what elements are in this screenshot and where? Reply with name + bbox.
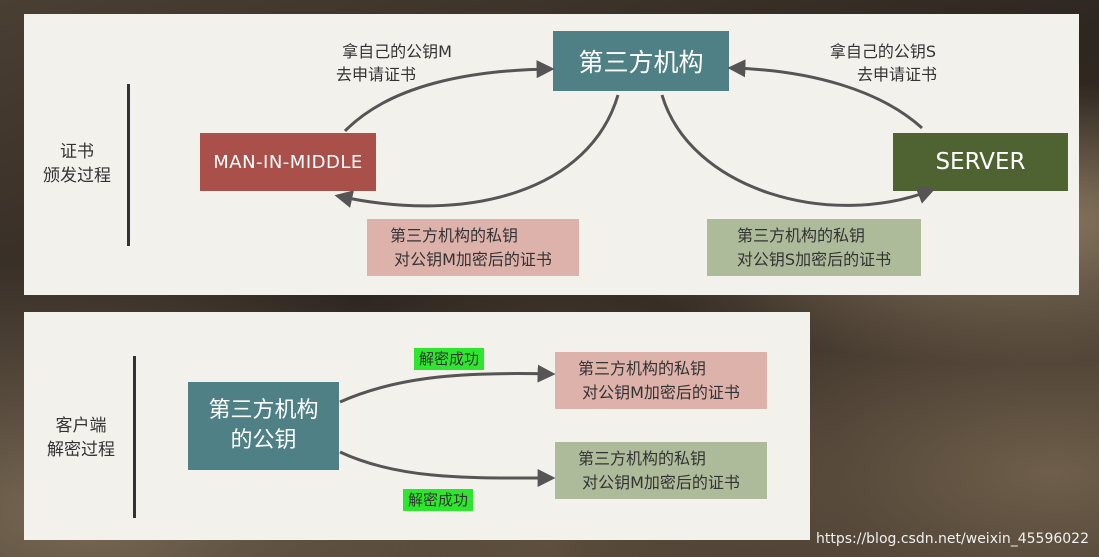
pubkey-line-1: 第三方机构 (208, 398, 319, 423)
man-in-middle-box: MAN-IN-MIDDLE (200, 133, 376, 191)
arrow-pubkey-to-cert-bottom (339, 450, 556, 488)
decrypt-success-badge-bottom: 解密成功 (403, 489, 474, 511)
top-divider-line (127, 84, 130, 246)
arrow-authority-to-server (660, 94, 936, 207)
bottom-side-label-line-1: 客户端 (55, 416, 107, 436)
server-certificate-box: 第三方机构的私钥 对公钥S加密后的证书 (707, 219, 921, 276)
arrow-server-to-authority (727, 59, 924, 130)
decrypted-bottom-line-1: 第三方机构的私钥 (577, 448, 706, 468)
watermark-url: https://blog.csdn.net/weixin_45596022 (815, 531, 1089, 547)
bottom-side-label-line-2: 解密过程 (47, 440, 115, 460)
bottom-divider-line (133, 356, 136, 518)
bottom-side-label: 客户端 解密过程 (34, 414, 128, 462)
top-side-label-line-2: 颁发过程 (43, 166, 111, 186)
mitm-certificate-box: 第三方机构的私钥 对公钥M加密后的证书 (367, 219, 579, 276)
decrypted-bottom-line-2: 对公钥M加密后的证书 (582, 472, 740, 492)
mitm-label: MAN-IN-MIDDLE (213, 151, 363, 173)
top-side-label-line-1: 证书 (60, 142, 94, 162)
arrow-authority-to-mitm (334, 94, 620, 208)
third-party-authority-box: 第三方机构 (553, 31, 729, 91)
mitm-note-line-1: 拿自己的公钥M (342, 42, 452, 61)
mitm-request-note: 拿自己的公钥M 去申请证书 (322, 40, 472, 86)
server-box: SERVER (893, 133, 1068, 191)
mitm-note-line-2: 去申请证书 (335, 65, 416, 84)
arrow-pubkey-to-cert-top (339, 364, 556, 404)
server-note-line-2: 去申请证书 (856, 65, 937, 84)
arrow-mitm-to-authority (343, 60, 555, 133)
server-cert-line-1: 第三方机构的私钥 (736, 225, 865, 245)
decrypted-cert-box-top: 第三方机构的私钥 对公钥M加密后的证书 (555, 352, 767, 409)
mitm-cert-line-1: 第三方机构的私钥 (389, 225, 518, 245)
server-label: SERVER (935, 149, 1026, 175)
authority-public-key-box: 第三方机构 的公钥 (188, 382, 339, 470)
decrypt-success-badge-top: 解密成功 (414, 348, 485, 370)
decrypted-top-line-1: 第三方机构的私钥 (577, 358, 706, 378)
server-note-line-1: 拿自己的公钥S (829, 42, 937, 61)
server-request-note: 拿自己的公钥S 去申请证书 (808, 40, 958, 86)
top-side-label: 证书 颁发过程 (32, 140, 122, 188)
pubkey-line-2: 的公钥 (230, 428, 297, 453)
mitm-cert-line-2: 对公钥M加密后的证书 (394, 249, 552, 269)
decrypted-cert-box-bottom: 第三方机构的私钥 对公钥M加密后的证书 (555, 442, 767, 499)
server-cert-line-2: 对公钥S加密后的证书 (736, 249, 892, 269)
authority-label: 第三方机构 (578, 48, 704, 77)
decrypted-top-line-2: 对公钥M加密后的证书 (582, 382, 740, 402)
